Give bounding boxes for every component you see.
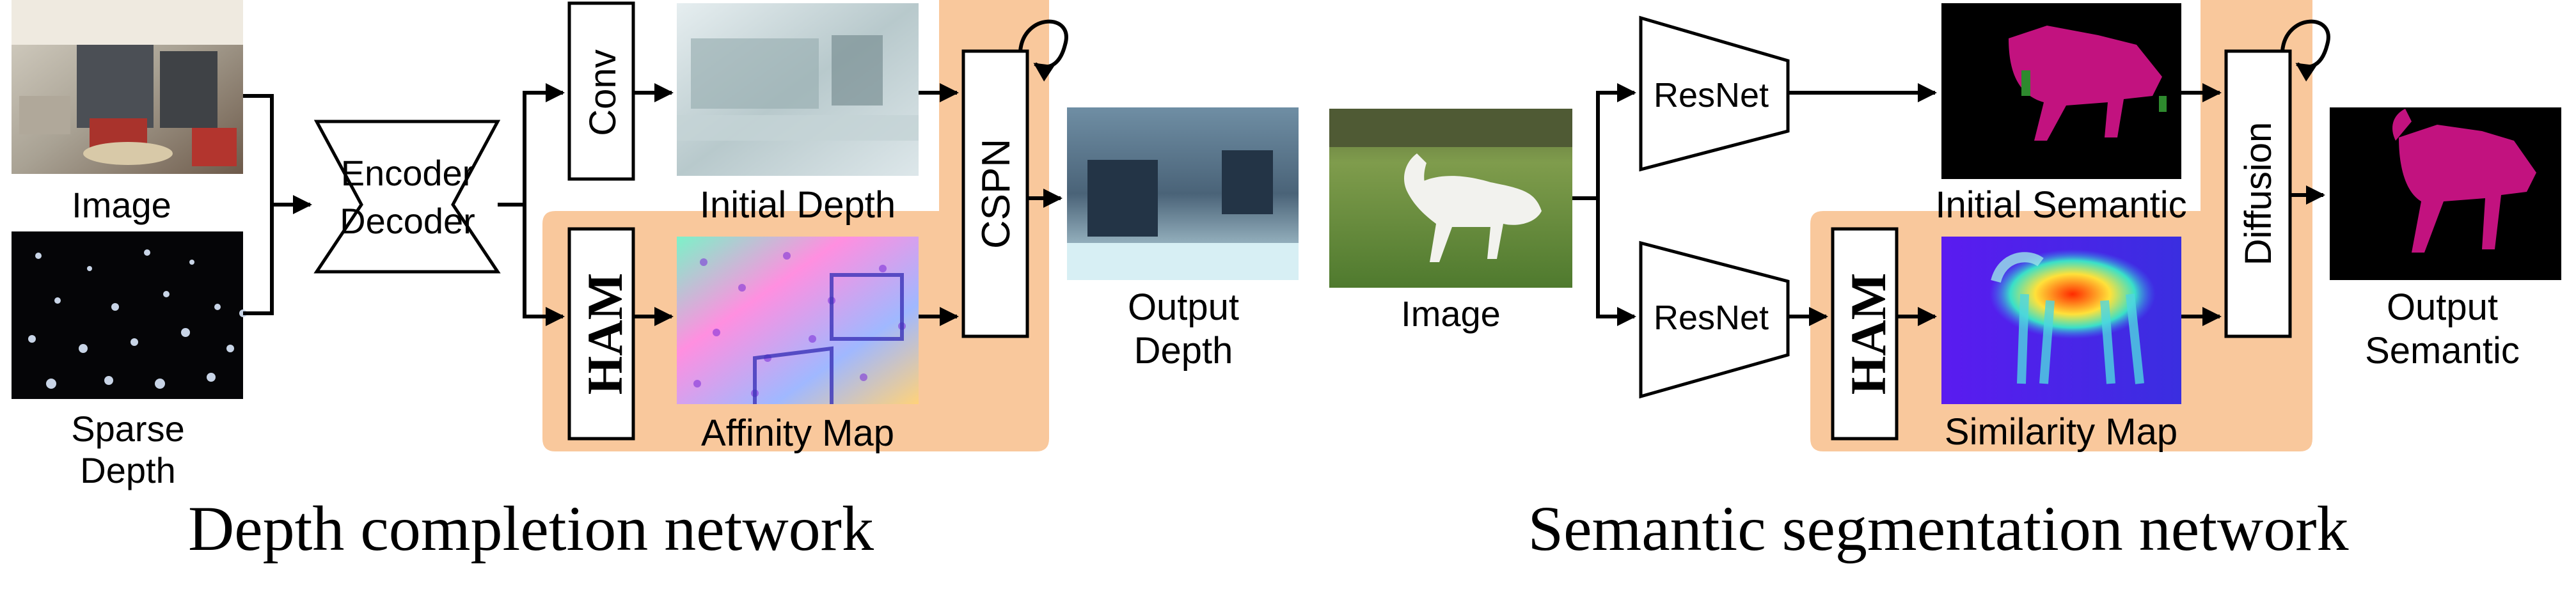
depth-network-caption: Depth completion network	[188, 493, 874, 564]
semantic-ham-block	[1831, 227, 1899, 441]
conv-block	[567, 1, 635, 181]
resnet-bottom-block	[1639, 240, 1790, 399]
resnet-top-block	[1639, 15, 1790, 172]
output-depth-label-line1: Output	[1128, 286, 1239, 328]
semantic-image-label: Image	[1401, 293, 1501, 334]
output-semantic-label-line2: Semantic	[2365, 330, 2520, 371]
diffusion-label: Diffusion	[2238, 122, 2279, 266]
cspn-recurrence-loop	[1018, 19, 1068, 82]
diffusion-recurrence-loop	[2280, 19, 2330, 82]
output-depth-image	[1067, 107, 1299, 280]
initial-depth-image	[677, 3, 919, 176]
output-semantic-image	[2330, 107, 2561, 280]
encoder-label: Encoder	[341, 153, 475, 193]
decoder-label: Decoder	[340, 201, 475, 241]
initial-depth-label: Initial Depth	[700, 184, 896, 226]
input-rgb-image	[12, 0, 243, 174]
cspn-label: CSPN	[974, 139, 1018, 249]
depth-map-arrows	[633, 83, 674, 326]
input-merge-connectors	[243, 94, 312, 315]
conv-label: Conv	[582, 49, 624, 136]
affinity-map-image	[677, 237, 919, 404]
resnet-bottom-label: ResNet	[1654, 299, 1769, 337]
initial-semantic-image	[1941, 3, 2181, 179]
semantic-ham-diffusion-highlight	[1810, 0, 2312, 451]
depth-ham-label: HAM	[577, 273, 633, 395]
semantic-network-caption: Semantic segmentation network	[1528, 493, 2348, 564]
output-semantic-label-line1: Output	[2387, 286, 2498, 328]
semantic-ham-label: HAM	[1840, 273, 1896, 395]
encoder-branch-connectors	[498, 83, 565, 326]
diffusion-input-arrows	[2181, 83, 2222, 326]
cspn-block	[961, 49, 1029, 338]
resnet-output-arrows	[1788, 83, 1937, 326]
resnet-top-label: ResNet	[1654, 76, 1769, 114]
sparse-depth-label-line1: Sparse	[71, 409, 184, 449]
depth-ham-block	[567, 227, 635, 441]
diffusion-block	[2224, 49, 2292, 338]
sparse-depth-image	[12, 231, 247, 399]
input-horse-image	[1329, 109, 1572, 288]
initial-semantic-label: Initial Semantic	[1935, 184, 2186, 226]
semantic-input-connectors	[1572, 83, 1636, 326]
sparse-depth-label-line2: Depth	[80, 450, 175, 490]
depth-image-label: Image	[72, 185, 171, 225]
encoder-decoder-block	[313, 120, 501, 274]
similarity-map-image	[1941, 237, 2181, 404]
affinity-map-label: Affinity Map	[701, 412, 894, 454]
similarity-map-label: Similarity Map	[1945, 411, 2177, 453]
depth-ham-cspn-highlight	[542, 0, 1049, 451]
output-depth-label-line2: Depth	[1134, 330, 1233, 371]
cspn-input-arrows	[919, 83, 959, 326]
